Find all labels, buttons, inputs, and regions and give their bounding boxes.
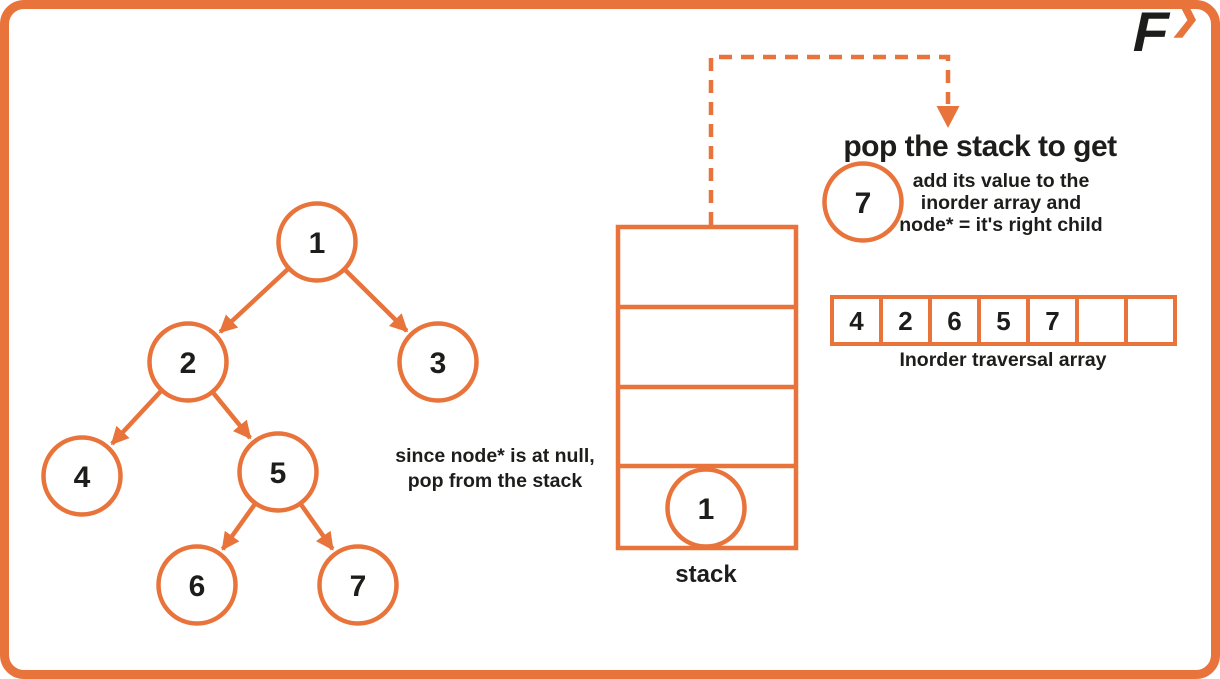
inorder-array-value-4: 7 xyxy=(1045,306,1059,336)
stack-diagram: 1 stack xyxy=(615,224,799,588)
pop-callout: pop the stack to get 7 add its value to … xyxy=(822,130,1118,243)
inorder-array-cell-5 xyxy=(1075,295,1128,346)
stack-item-node xyxy=(665,467,747,549)
tree-node-4-label: 4 xyxy=(74,461,91,494)
pop-callout-line1: add its value to the xyxy=(913,170,1090,192)
brand-logo: F ❯ xyxy=(1127,0,1206,68)
inorder-array-value-2: 6 xyxy=(947,306,961,336)
tree-node-4 xyxy=(41,435,123,517)
binary-tree: 1 2 3 4 5 6 7 xyxy=(41,201,479,626)
tree-node-3-label: 3 xyxy=(430,347,447,380)
brand-chevron-icon: ❯ xyxy=(1168,0,1203,37)
inorder-array-label: Inorder traversal array xyxy=(899,349,1106,371)
popped-node xyxy=(822,161,904,243)
null-note-line2: pop from the stack xyxy=(408,470,583,492)
stack-item-label: 1 xyxy=(698,493,715,526)
tree-edge-2-4 xyxy=(110,389,164,446)
tree-node-1 xyxy=(276,201,358,283)
inorder-array: 4 2 6 5 7 Inorder traversal array xyxy=(830,295,1177,371)
pop-connector-dashed-arrow xyxy=(708,54,951,225)
tree-edge-5-7 xyxy=(298,502,335,551)
tree-edge-1-3 xyxy=(343,267,409,333)
tree-node-6 xyxy=(156,544,238,626)
brand-logo-letter: F xyxy=(1127,0,1176,63)
tree-edge-1-2 xyxy=(218,266,290,334)
stack-label: stack xyxy=(675,561,737,588)
inorder-array-value-1: 2 xyxy=(898,306,912,336)
pop-callout-line3: node* = it's right child xyxy=(899,214,1102,236)
tree-node-2 xyxy=(147,321,229,403)
pop-callout-line2: inorder array and xyxy=(921,192,1081,214)
pop-connector-arrowhead-icon xyxy=(936,106,960,128)
tree-node-2-label: 2 xyxy=(180,347,197,380)
popped-node-label: 7 xyxy=(855,187,872,220)
tree-node-5-label: 5 xyxy=(270,457,287,490)
tree-edge-5-6 xyxy=(220,502,258,551)
tree-edge-2-5 xyxy=(210,390,252,440)
inorder-array-cell-6 xyxy=(1124,295,1177,346)
null-note-line1: since node* is at null, xyxy=(395,445,594,467)
tree-node-5 xyxy=(237,431,319,513)
tree-node-1-label: 1 xyxy=(309,227,326,260)
tree-node-3 xyxy=(397,321,479,403)
pop-callout-title: pop the stack to get xyxy=(843,130,1117,163)
tree-node-7-label: 7 xyxy=(350,570,367,603)
tree-node-7 xyxy=(317,544,399,626)
tree-node-6-label: 6 xyxy=(189,570,206,603)
inorder-array-value-0: 4 xyxy=(849,306,864,336)
null-note: since node* is at null, pop from the sta… xyxy=(395,445,594,492)
binary-tree-edges xyxy=(110,266,409,551)
inorder-array-value-3: 5 xyxy=(996,306,1010,336)
pop-connector xyxy=(708,54,960,225)
